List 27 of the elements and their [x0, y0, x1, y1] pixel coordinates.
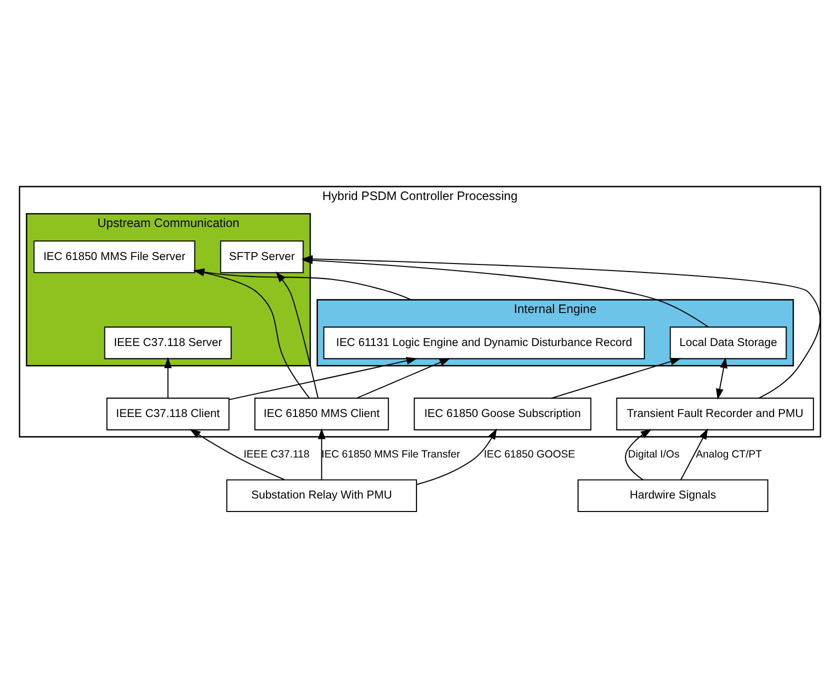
node-box: Hardwire Signals — [578, 479, 768, 512]
arrow — [551, 358, 682, 399]
arrow — [229, 357, 418, 400]
node-box: IEC 61850 MMS Client — [254, 398, 389, 430]
node-box: IEC 61850 MMS File Server — [33, 240, 196, 274]
edge-label: IEC 61850 GOOSE — [484, 448, 576, 461]
node-box: Local Data Storage — [670, 326, 787, 360]
arrow — [164, 357, 172, 398]
node-box: Substation Relay With PMU — [226, 479, 418, 512]
node-box: IEC 61850 Goose Subscription — [414, 398, 592, 430]
node-box: IEC 61131 Logic Engine and Dynamic Disturbance Record — [323, 326, 645, 360]
arrow — [356, 358, 450, 399]
edge-label: Analog CT/PT — [696, 448, 762, 461]
arrow — [190, 429, 285, 480]
arrow — [716, 357, 728, 400]
edge-label: Digital I/Os — [628, 448, 680, 461]
edge-label: IEEE C37.118 — [244, 448, 310, 461]
node-box: IEEE C37.118 Server — [104, 326, 232, 360]
node-box: Transient Fault Recorder and PMU — [616, 398, 814, 430]
edge-label: IEC 61850 MMS File Transfer — [321, 448, 460, 461]
arrow — [416, 428, 497, 485]
node-box: IEEE C37.118 Client — [106, 398, 230, 430]
node-box: SFTP Server — [220, 240, 304, 274]
arrow — [680, 428, 708, 480]
arrow — [624, 429, 652, 480]
arrow — [276, 271, 319, 398]
arrow — [318, 428, 326, 480]
